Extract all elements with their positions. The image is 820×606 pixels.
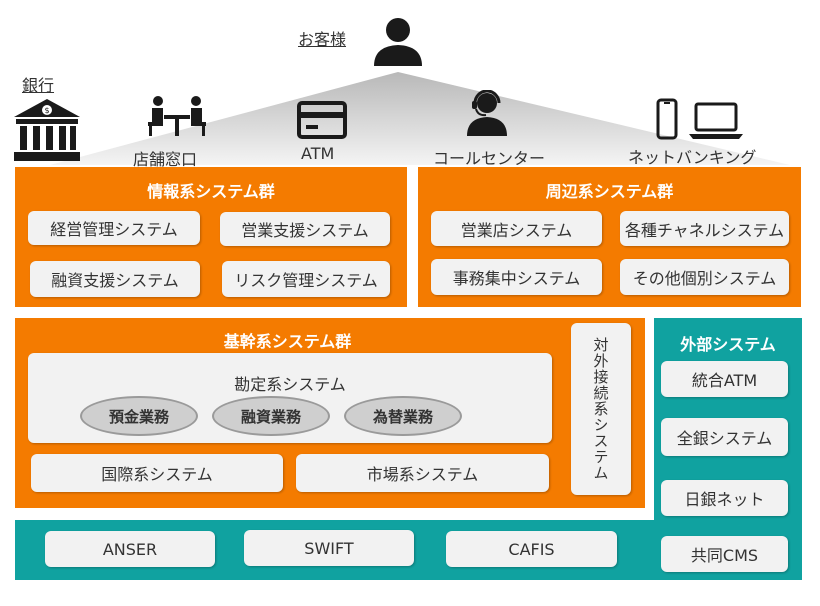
external-system-zengin: 全銀システム <box>661 418 788 456</box>
external-system-atm: 統合ATM <box>661 361 788 397</box>
channel-label-store: 店舗窓口 <box>133 150 198 169</box>
international-system: 国際系システム <box>31 454 283 492</box>
exchange-operations: 為替業務 <box>344 396 462 436</box>
deposit-operations: 預金業務 <box>80 396 198 436</box>
customer-icon <box>374 18 422 66</box>
channel-label-atm: ATM <box>301 144 335 163</box>
customer-label: お客様 <box>298 30 347 49</box>
external-system-joint-cms: 共同CMS <box>661 536 788 572</box>
info-systems-title: 情報系システム群 <box>147 182 275 201</box>
laptop-icon <box>689 102 743 139</box>
channel-label-netbanking: ネットバンキング <box>628 148 757 167</box>
peripheral-system-back-office: 事務集中システム <box>431 259 602 295</box>
store-counter-icon <box>148 96 206 136</box>
atm-icon <box>297 101 347 139</box>
accounting-system-label: 勘定系システム <box>234 375 346 394</box>
external-systems-title: 外部システム <box>680 335 776 354</box>
external-system-boj-net: 日銀ネット <box>661 480 788 516</box>
info-system-sales-support: 営業支援システム <box>220 212 390 246</box>
network-cafis: CAFIS <box>446 531 617 567</box>
info-system-risk-management: リスク管理システム <box>222 261 390 297</box>
network-anser: ANSER <box>45 531 215 567</box>
market-system: 市場系システム <box>296 454 549 492</box>
bank-icon: $ <box>14 99 80 161</box>
peripheral-system-branch: 営業店システム <box>431 211 602 246</box>
svg-text:$: $ <box>44 106 49 115</box>
peripheral-system-channels: 各種チャネルシステム <box>620 211 789 246</box>
core-systems-title: 基幹系システム群 <box>223 332 352 351</box>
peripheral-systems-title: 周辺系システム群 <box>545 182 674 201</box>
call-center-icon <box>467 90 507 136</box>
info-system-loan-support: 融資支援システム <box>30 261 200 297</box>
external-connection-system: 対外接続系システム <box>571 323 631 495</box>
channel-label-callcenter: コールセンター <box>433 149 546 168</box>
info-system-management: 経営管理システム <box>28 211 200 245</box>
loan-operations: 融資業務 <box>212 396 330 436</box>
customer-fan <box>50 72 790 165</box>
network-swift: SWIFT <box>244 530 414 566</box>
smartphone-icon <box>656 98 678 140</box>
bank-label: 銀行 <box>22 76 55 95</box>
peripheral-system-other: その他個別システム <box>620 259 789 295</box>
